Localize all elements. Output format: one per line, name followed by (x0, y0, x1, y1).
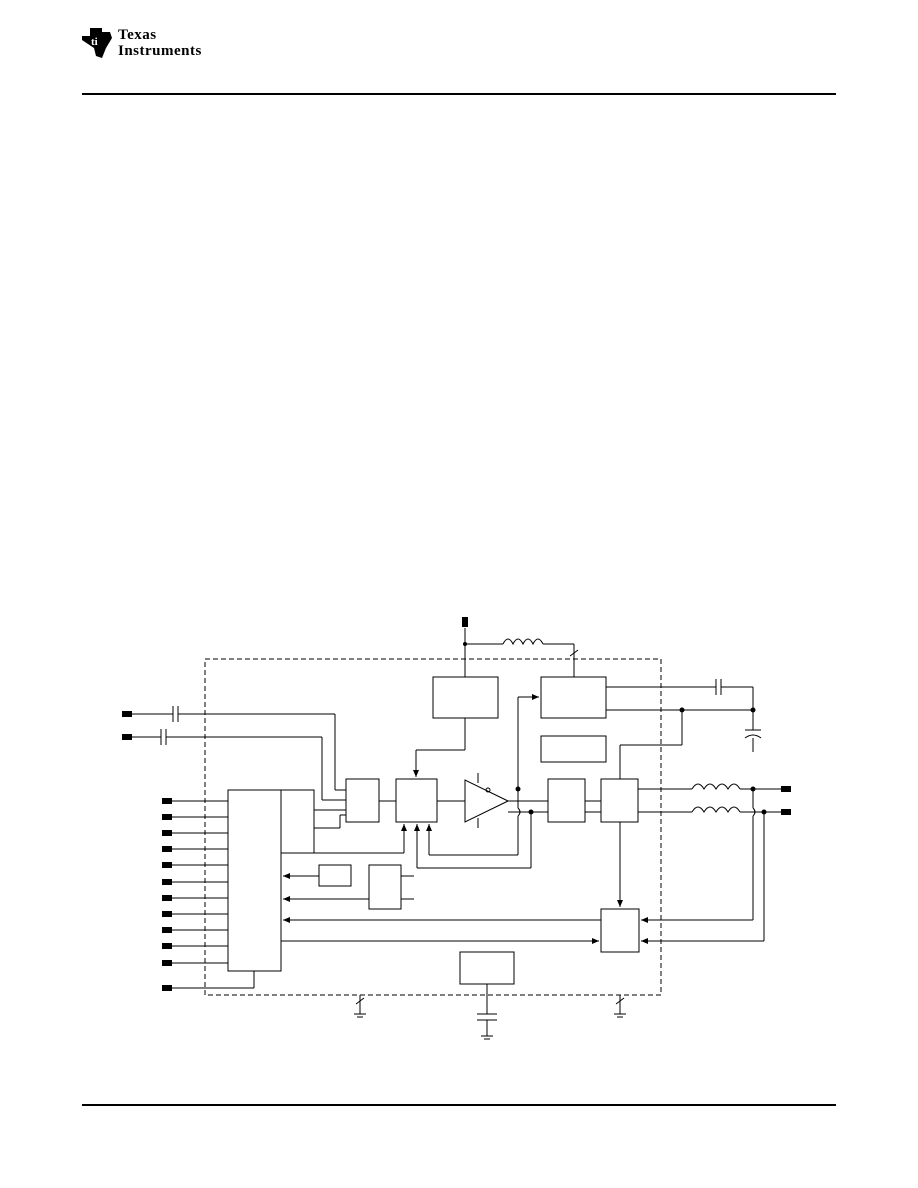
pin-in-2 (122, 734, 132, 740)
block-small (318, 864, 352, 887)
inductor-out-2 (691, 806, 741, 813)
block-control-logic (227, 789, 282, 972)
pin-in-1 (122, 711, 132, 717)
block-mux (345, 778, 380, 823)
logo-text-instruments: Instruments (118, 43, 202, 59)
pin-out-1 (781, 786, 791, 792)
block-modulator (395, 778, 438, 823)
block-reg-top (432, 676, 499, 719)
footer-rule (82, 1104, 836, 1106)
block-small-2 (368, 864, 402, 910)
header-rule (82, 93, 836, 95)
amplifier (464, 779, 510, 823)
inductor-top (502, 638, 544, 646)
block-mid-right (540, 735, 607, 763)
inductor-out-1 (691, 783, 741, 790)
block-sub-logic (280, 789, 315, 854)
block-bottom (459, 951, 515, 985)
block-b (600, 778, 639, 823)
pin-top (462, 617, 468, 627)
block-a (547, 778, 586, 823)
logo-text-texas: Texas (118, 27, 157, 43)
ti-logo: ti Texas Instruments (80, 26, 230, 60)
block-top-right (540, 676, 607, 719)
block-sense (600, 908, 640, 953)
svg-text:ti: ti (91, 36, 98, 48)
pin-out-2 (781, 809, 791, 815)
chip-boundary (204, 658, 662, 996)
ti-state-logo-icon: ti (82, 28, 112, 58)
